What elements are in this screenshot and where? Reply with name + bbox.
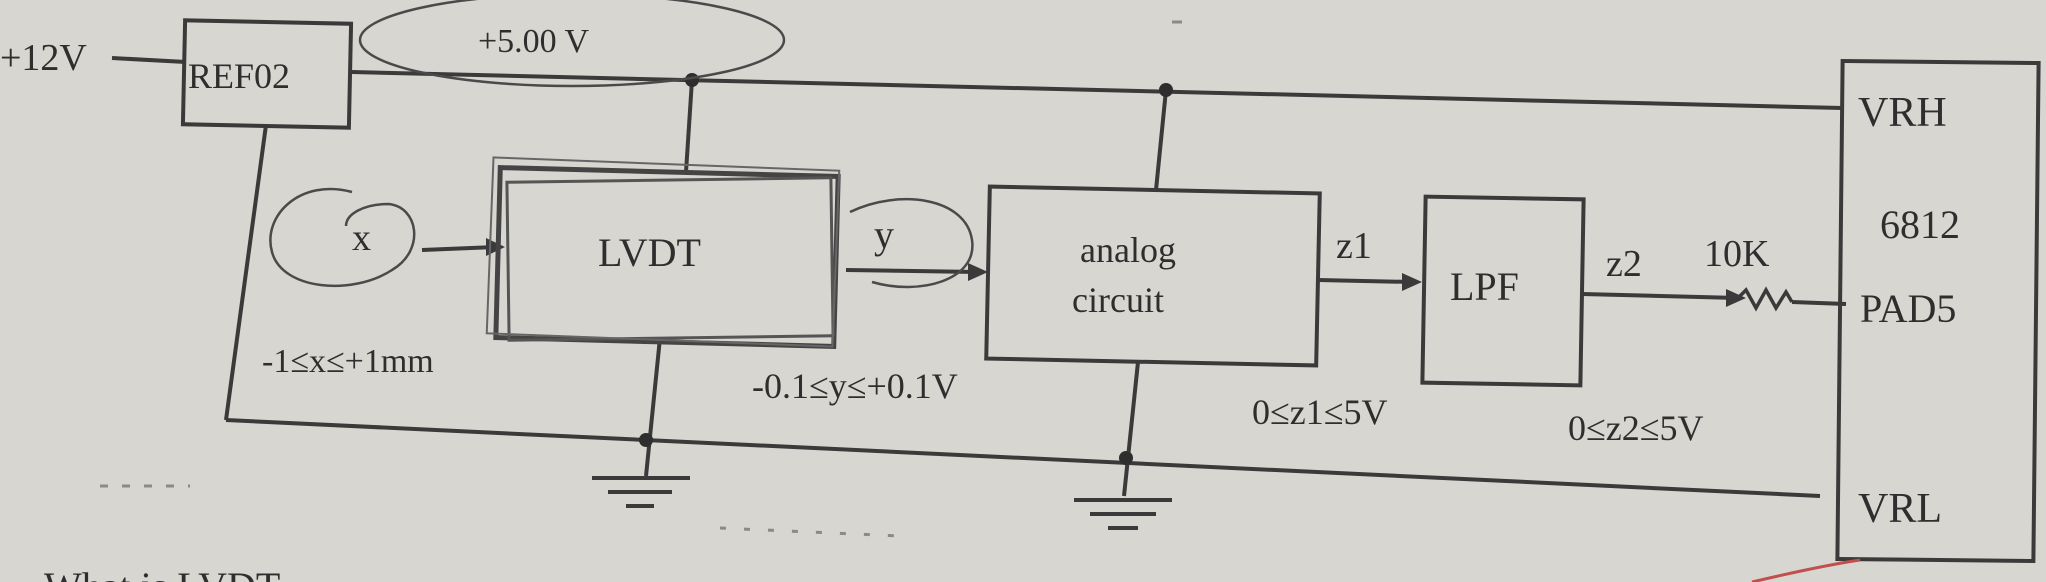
red-pen-mark [1751, 558, 1861, 582]
lvdt-label: LVDT [598, 230, 701, 275]
analog-ground-tap [1122, 361, 1140, 497]
input-range-label: -1≤x≤+1mm [262, 343, 434, 380]
x-signal-wire [421, 245, 497, 252]
analog-label: analog [1080, 230, 1176, 270]
circuit-label: circuit [1072, 280, 1164, 320]
lvdt-box [485, 156, 841, 349]
y-range-label: -0.1≤y≤+0.1V [752, 366, 958, 406]
y-annotation-circle [849, 198, 974, 289]
z2-label: z2 [1606, 243, 1642, 285]
reference-voltage-label: +5.00 V [478, 23, 590, 60]
pad5-wire [1791, 300, 1847, 306]
vrl-pin-label: VRL [1858, 486, 1942, 532]
y-signal-wire [845, 268, 979, 274]
ref-ground-wire [224, 124, 268, 421]
voltage-annotation-circle [358, 0, 786, 88]
lvdt-ground-tap [644, 337, 662, 477]
y-label: y [874, 212, 894, 257]
lpf-label: LPF [1450, 264, 1519, 309]
ref02-box [180, 18, 354, 130]
junction-dot [639, 433, 653, 447]
z1-label: z1 [1336, 225, 1372, 267]
x-annotation-circle [269, 187, 416, 288]
junction-dot [1159, 83, 1173, 97]
z1-range-label: 0≤z1≤5V [1252, 392, 1388, 432]
vrh-rail [351, 70, 1843, 110]
ground-symbol [1074, 498, 1172, 530]
resistor-symbol [1736, 286, 1794, 312]
z2-arrowhead [1726, 289, 1746, 307]
footer-question-text: What is LVDT [44, 564, 280, 582]
junction-dot [685, 73, 699, 87]
analog-supply-tap [1154, 89, 1168, 191]
input-x-label: x [352, 217, 371, 259]
junction-dot [1119, 451, 1133, 465]
lpf-box [1420, 194, 1586, 388]
supply-wire [111, 56, 187, 64]
resistor-label: 10K [1704, 233, 1770, 275]
vrl-rail [225, 418, 1821, 498]
mcu-box [1835, 58, 2041, 564]
vrh-pin-label: VRH [1858, 90, 1947, 136]
supply-label: +12V [0, 37, 87, 79]
analog-circuit-box [984, 184, 1322, 368]
pad5-pin-label: PAD5 [1860, 286, 1956, 331]
z1-arrowhead [1402, 273, 1422, 291]
ref02-label: REF02 [188, 56, 290, 96]
y-arrowhead [968, 263, 988, 281]
z1-signal-wire [1317, 278, 1413, 284]
lvdt-supply-tap [684, 79, 694, 173]
mcu-name-label: 6812 [1880, 202, 1960, 247]
z2-range-label: 0≤z2≤5V [1568, 408, 1704, 448]
ground-symbol [592, 476, 690, 508]
z2-signal-wire [1581, 292, 1739, 300]
